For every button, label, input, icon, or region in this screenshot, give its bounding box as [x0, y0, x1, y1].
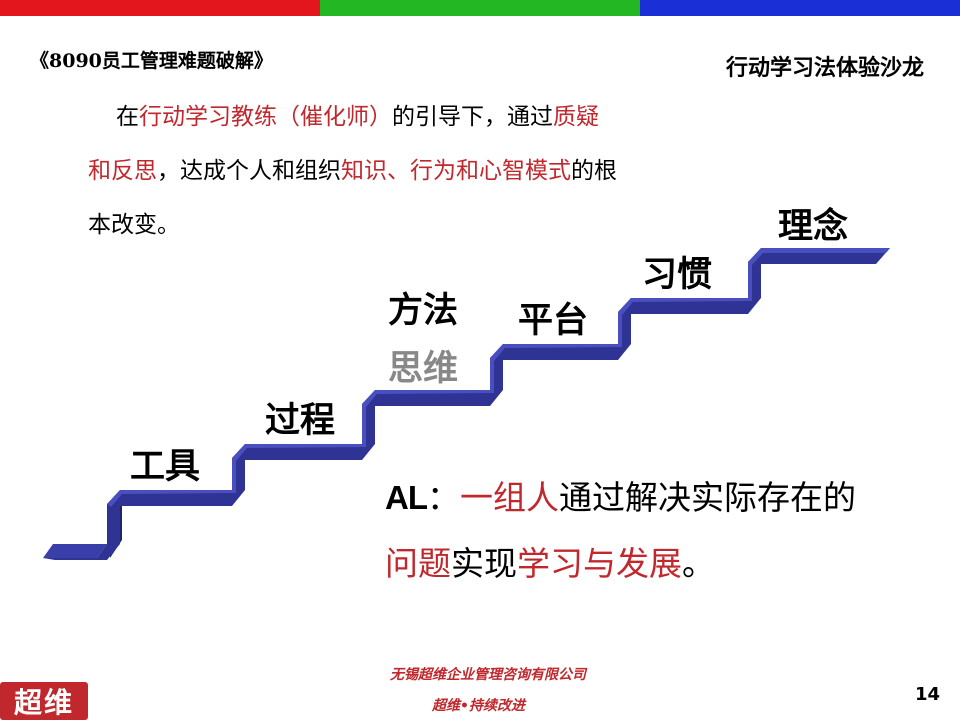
al-definition: AL：一组人通过解决实际存在的问题实现学习与发展。	[385, 465, 885, 597]
book-title: 《8090员工管理难题破解》	[30, 50, 273, 72]
al-label: AL	[385, 479, 428, 516]
stair-tread-1	[43, 544, 107, 558]
stair-band	[43, 248, 890, 560]
footer-slogan: 超维•持续改进	[432, 698, 525, 714]
top-color-bar	[0, 0, 960, 16]
intro-highlight-coach: 行动学习教练（催化师）	[139, 104, 392, 130]
intro-highlight-knowledge: 知识、行为和心智模式	[341, 158, 571, 184]
al-highlight-learning: 学习与发展	[517, 544, 682, 583]
company-logo: 超维	[0, 682, 88, 720]
top-bar-red	[0, 0, 320, 16]
al-highlight-group: 一组人	[460, 478, 559, 517]
step-label-process: 过程	[265, 401, 336, 441]
top-bar-green	[320, 0, 640, 16]
al-text-1: 通过解决实际存在的	[559, 478, 856, 517]
intro-text-1: 在	[116, 104, 139, 130]
intro-text-4: 的根本改变。	[88, 158, 617, 238]
intro-text-2: 的引导下，通过	[392, 104, 553, 130]
al-colon: ：	[427, 478, 460, 517]
al-text-2: 实现	[451, 544, 517, 583]
step-label-method: 方法	[388, 291, 459, 331]
al-highlight-problem: 问题	[385, 544, 451, 583]
top-bar-blue	[640, 0, 960, 16]
page-number: 14	[915, 684, 941, 705]
step-label-habit: 习惯	[642, 255, 713, 295]
footer-company-name: 无锡超维企业管理咨询有限公司	[390, 667, 586, 683]
step-label-tools: 工具	[130, 447, 201, 487]
al-text-3: 。	[682, 544, 715, 583]
step-label-platform: 平台	[518, 301, 589, 341]
step-label-philosophy: 理念	[778, 207, 849, 247]
salon-title: 行动学习法体验沙龙	[725, 56, 924, 81]
intro-highlight-reflection: 质疑和反思	[88, 104, 599, 184]
intro-paragraph: 在行动学习教练（催化师）的引导下，通过质疑和反思，达成个人和组织知识、行为和心智…	[88, 90, 618, 252]
step-label-thinking: 思维	[388, 349, 459, 389]
intro-text-3: ，达成个人和组织	[157, 158, 341, 184]
